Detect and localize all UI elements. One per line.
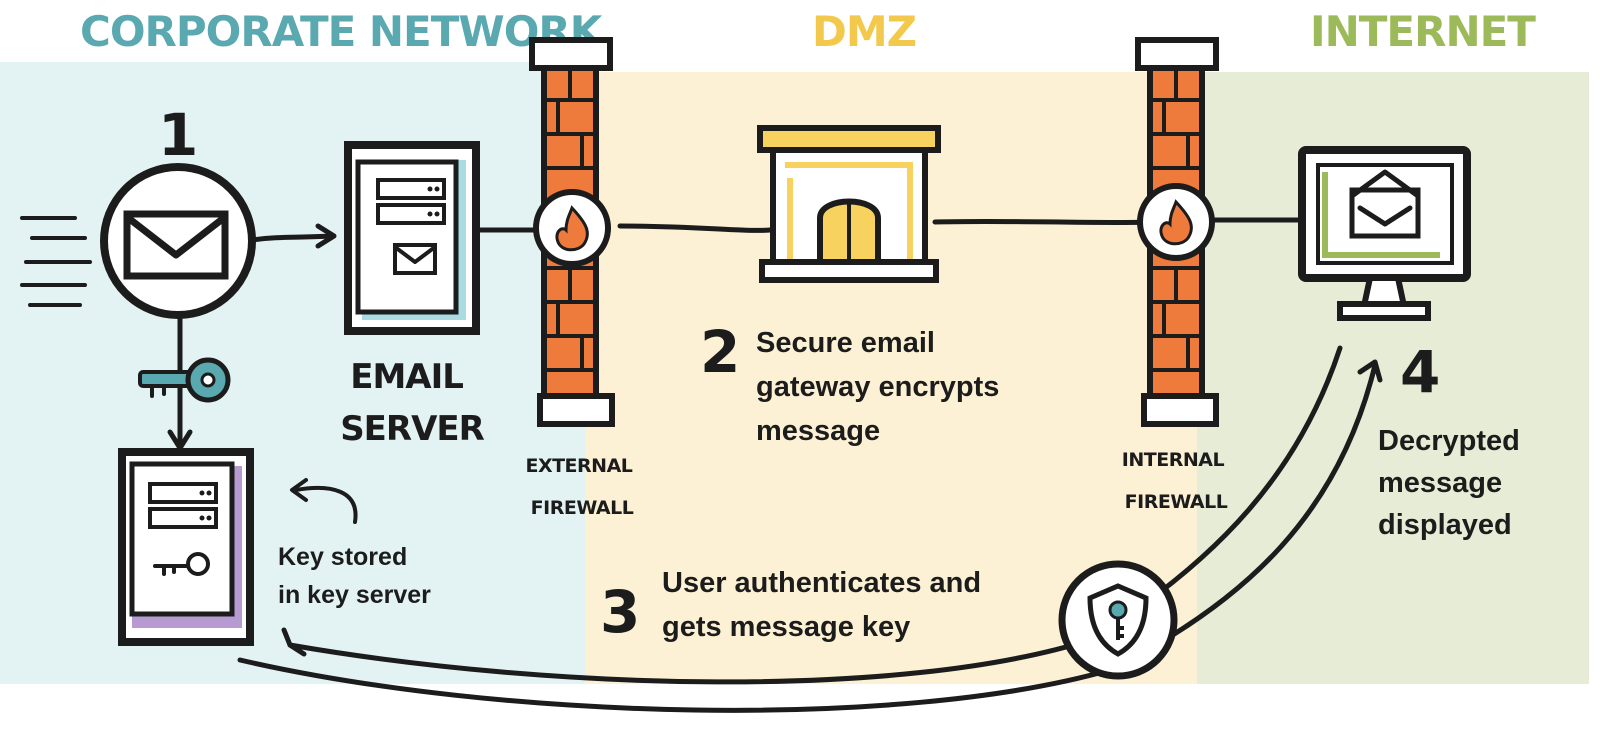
flame-icon: [1159, 199, 1193, 246]
shield-key-badge: [1058, 560, 1178, 680]
step-3-text: User authenticates and gets message key: [662, 567, 989, 643]
external-firewall: [529, 37, 615, 427]
step-2-text: Secure email gateway encrypts message: [756, 327, 1007, 447]
email-message: [100, 163, 256, 319]
server-icon: [376, 178, 446, 225]
server-icon: [148, 482, 218, 529]
external-firewall-label: EXTERNAL FIREWALL: [525, 455, 638, 519]
speed-lines: [20, 216, 92, 307]
key-icon: [153, 552, 210, 576]
key-stored-label: Key stored in key server: [278, 540, 431, 609]
zone-title-internet: INTERNET: [1310, 7, 1536, 56]
monitor: [1298, 146, 1471, 321]
zone-corporate-bg: [0, 62, 585, 684]
internal-firewall: [1135, 37, 1219, 427]
email-gateway: [757, 125, 941, 283]
internal-firewall-label: INTERNAL FIREWALL: [1122, 449, 1230, 513]
step-4-text: Decrypted message displayed: [1378, 425, 1528, 541]
envelope-icon: [393, 243, 437, 275]
key-server: [118, 448, 254, 646]
email-server: [344, 141, 480, 335]
step-2-number: 2: [700, 318, 740, 386]
flame-icon: [555, 205, 589, 252]
step-3-number: 3: [600, 578, 640, 646]
key-icon: [138, 357, 231, 403]
envelope-icon: [123, 210, 229, 280]
envelope-icon: [1349, 169, 1421, 239]
zone-title-dmz: DMZ: [812, 7, 916, 56]
step-1-number: 1: [158, 101, 198, 169]
step-4-number: 4: [1400, 338, 1440, 406]
email-server-label: EMAIL SERVER: [340, 357, 484, 449]
zone-title-corporate: CORPORATE NETWORK: [80, 7, 604, 56]
